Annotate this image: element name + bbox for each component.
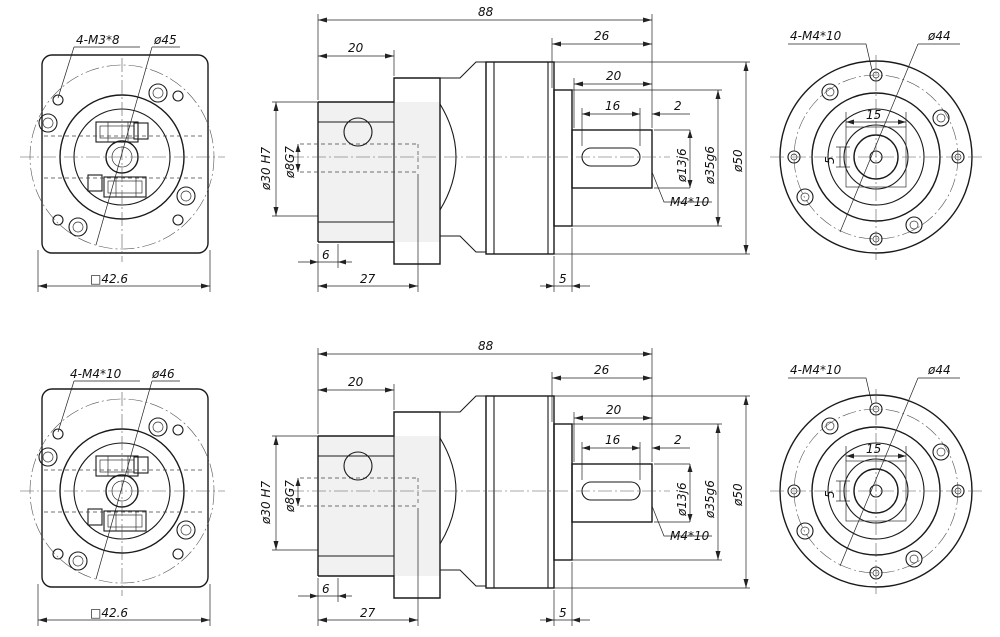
output-key-width: 15 [866, 442, 881, 456]
dim-input-dia: ø8G7 [283, 146, 297, 179]
dim-key-length: 16 [605, 433, 621, 447]
flange-holes-label: 4-M4*10 [70, 367, 122, 381]
side-view: 88 20 26 20 16 2 ø30 H7 ø8G7 ø13j6 ø35g6… [259, 5, 751, 293]
output-view: 4-M4*10 ø44 15 5 [769, 29, 986, 261]
output-key-height: 5 [823, 490, 837, 498]
dim-pilot-dia: ø35g6 [703, 146, 717, 185]
dim-shaft-dia: ø13j6 [675, 148, 689, 183]
dim-flange-thk: 6 [322, 582, 330, 596]
output-holes-label: 4-M4*10 [790, 363, 842, 377]
dim-spigot-len: 5 [559, 606, 567, 620]
flange-holes-label: 4-M3*8 [76, 33, 120, 47]
output-key-height: 5 [823, 156, 837, 164]
dim-spigot-len: 5 [559, 272, 567, 286]
output-pcd-label: ø44 [927, 29, 951, 43]
output-pcd-label: ø44 [927, 363, 951, 377]
flange-view: 4-M4*10 ø46 □42.6 [19, 367, 226, 627]
dim-key-offset: 2 [674, 433, 682, 447]
flange-square-label: □42.6 [90, 272, 128, 286]
dim-input-dia: ø8G7 [283, 480, 297, 513]
drawing-row-1: 4-M3*8 ø45 □42.6 88 20 26 20 16 2 ø30 H7… [19, 5, 986, 293]
dim-flange-len: 27 [360, 272, 376, 286]
output-holes-label: 4-M4*10 [790, 29, 842, 43]
dim-shaft-keyway: 20 [606, 403, 622, 417]
dim-pilot-dia: ø35g6 [703, 480, 717, 519]
dim-overall-length: 88 [478, 5, 494, 19]
flange-geometry [19, 46, 226, 293]
flange-pcd-label: ø45 [153, 33, 177, 47]
flange-pcd-label: ø46 [151, 367, 175, 381]
dim-flange-len: 27 [360, 606, 376, 620]
output-view: 4-M4*10 ø44 15 5 [769, 363, 986, 595]
dim-shaft-keyway: 20 [606, 69, 622, 83]
tap-label: M4*10 [670, 195, 710, 209]
output-key-width: 15 [866, 108, 881, 122]
dim-input-depth: 20 [348, 375, 364, 389]
output-geometry [769, 43, 986, 261]
drawing-row-2: 4-M4*10 ø46 □42.6 88 20 26 20 16 2 ø30 H… [19, 339, 986, 627]
dim-overall-length: 88 [478, 339, 494, 353]
flange-view: 4-M3*8 ø45 □42.6 [19, 33, 226, 293]
flange-square-label: □42.6 [90, 606, 128, 620]
dim-input-depth: 20 [348, 41, 364, 55]
dim-flange-thk: 6 [322, 248, 330, 262]
dim-shaft-length: 26 [594, 29, 610, 43]
dim-housing-dia: ø50 [731, 149, 745, 173]
dim-shaft-length: 26 [594, 363, 610, 377]
dim-bore-dia: ø30 H7 [259, 481, 273, 525]
flange-geometry [19, 380, 226, 627]
output-geometry [769, 377, 986, 595]
dim-key-offset: 2 [674, 99, 682, 113]
dim-key-length: 16 [605, 99, 621, 113]
dim-housing-dia: ø50 [731, 483, 745, 507]
side-view: 88 20 26 20 16 2 ø30 H7 ø8G7 ø13j6 ø35g6… [259, 339, 751, 627]
dim-shaft-dia: ø13j6 [675, 482, 689, 517]
tap-label: M4*10 [670, 529, 710, 543]
dim-bore-dia: ø30 H7 [259, 147, 273, 191]
